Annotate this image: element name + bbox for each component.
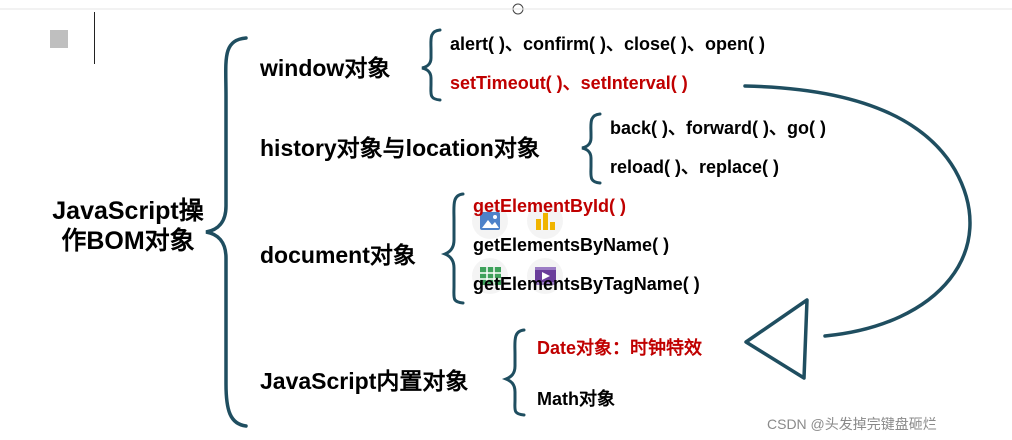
location-methods-item: reload( )、replace( ) [610, 157, 780, 177]
history-brace [581, 112, 602, 185]
root-label-line2: 作BOM对象 [61, 227, 195, 255]
window-brace [421, 28, 442, 102]
window-timer-methods-item: setTimeout( )、setInterval( ) [450, 73, 688, 93]
history-location-object-label: history对象与location对象 [260, 135, 540, 161]
history-methods-item: back( )、forward( )、go( ) [610, 118, 826, 138]
get-elements-by-name-item: getElementsByName( ) [473, 235, 670, 255]
bar-chart-icon [536, 213, 555, 230]
root-node: JavaScript操 作BOM对象 [40, 196, 216, 256]
reference-arrow-head [744, 298, 809, 380]
image-icon-button[interactable] [472, 203, 508, 239]
text-cursor [94, 12, 95, 64]
document-object-label: document对象 [260, 242, 416, 268]
image-icon [480, 212, 500, 230]
window-methods-item: alert( )、confirm( )、close( )、open( ) [450, 34, 766, 54]
window-object-label: window对象 [260, 55, 391, 81]
get-elements-by-tag-name-item: getElementsByTagName( ) [473, 274, 700, 294]
watermark-text: CSDN @头发掉完键盘砸烂 [767, 416, 937, 432]
reference-arrow-curve [743, 84, 972, 338]
table-icon [480, 267, 501, 285]
root-label-line1: JavaScript操 [52, 197, 204, 225]
math-object-item: Math对象 [537, 389, 615, 409]
get-element-by-id-item: getElementById( ) [473, 196, 627, 216]
document-brace [440, 192, 465, 305]
builtin-brace [501, 328, 526, 417]
video-icon [535, 267, 556, 285]
table-icon-button[interactable] [472, 258, 508, 294]
builtin-objects-label: JavaScript内置对象 [260, 368, 469, 394]
date-object-item: Date对象：时钟特效 [537, 338, 703, 358]
slide-marker [50, 30, 68, 48]
root-brace [205, 36, 248, 428]
chart-icon-button[interactable] [527, 203, 563, 239]
video-icon-button[interactable] [527, 258, 563, 294]
